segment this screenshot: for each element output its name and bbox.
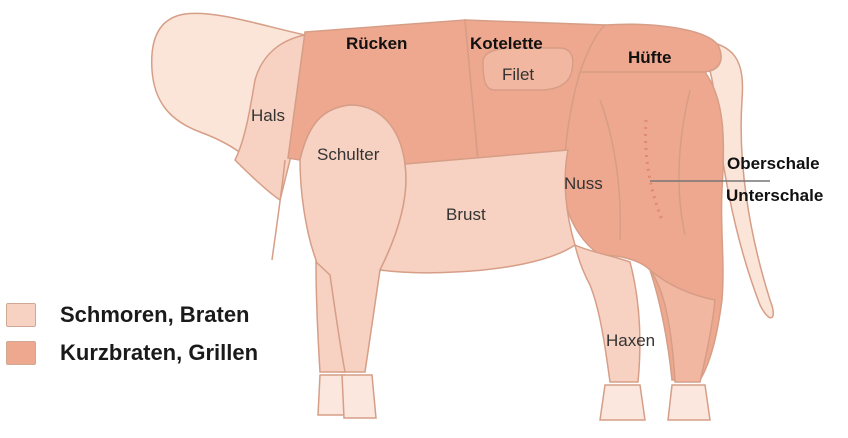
legend: Schmoren, Braten Kurzbraten, Grillen [6, 296, 258, 372]
label-brust: Brust [446, 205, 486, 224]
haxen-region [575, 245, 640, 382]
label-haxen: Haxen [606, 331, 655, 350]
label-ruecken: Rücken [346, 34, 407, 53]
label-unterschale: Unterschale [726, 186, 823, 205]
label-huefte: Hüfte [628, 48, 671, 67]
legend-label: Kurzbraten, Grillen [60, 340, 258, 366]
label-filet: Filet [502, 65, 534, 84]
label-kotelette: Kotelette [470, 34, 543, 53]
label-schulter: Schulter [317, 145, 380, 164]
label-hals: Hals [251, 106, 285, 125]
legend-swatch-dark [6, 341, 36, 365]
legend-label: Schmoren, Braten [60, 302, 250, 328]
legend-item-schmoren: Schmoren, Braten [6, 296, 258, 334]
label-oberschale: Oberschale [727, 154, 820, 173]
hoof-front-right [342, 375, 376, 418]
hoof-hind-left [600, 385, 645, 420]
legend-swatch-light [6, 303, 36, 327]
label-nuss: Nuss [564, 174, 603, 193]
hoof-hind-right [668, 385, 710, 420]
legend-item-kurzbraten: Kurzbraten, Grillen [6, 334, 258, 372]
